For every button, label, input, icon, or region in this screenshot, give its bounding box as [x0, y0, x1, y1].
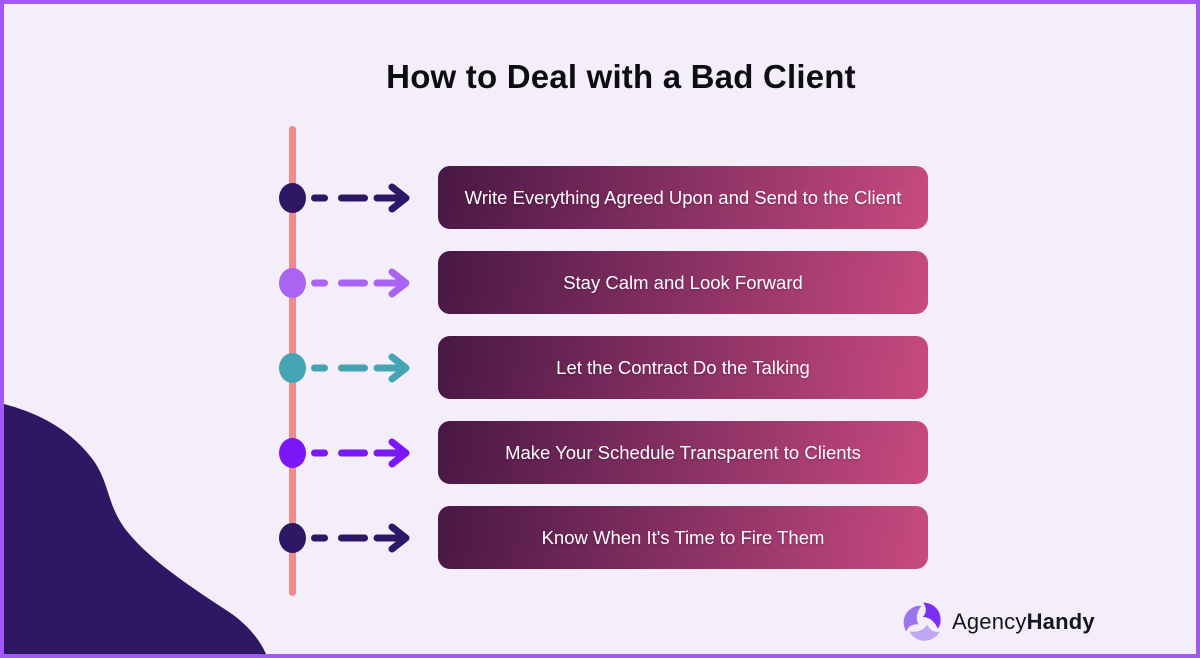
- step-row: Make Your Schedule Transparent to Client…: [4, 421, 1196, 484]
- timeline-dot: [279, 437, 306, 468]
- dashed-arrow-icon: [311, 438, 410, 467]
- step-label-box: Know When It's Time to Fire Them: [438, 506, 928, 569]
- dashed-arrow-icon: [311, 183, 410, 212]
- corner-wave-decoration: [4, 404, 266, 654]
- step-label-box: Let the Contract Do the Talking: [438, 336, 928, 399]
- step-row: Stay Calm and Look Forward: [4, 251, 1196, 314]
- step-row: Write Everything Agreed Upon and Send to…: [4, 166, 1196, 229]
- step-label-box: Stay Calm and Look Forward: [438, 251, 928, 314]
- timeline-dot: [279, 352, 306, 383]
- step-label-box: Make Your Schedule Transparent to Client…: [438, 421, 928, 484]
- step-row: Let the Contract Do the Talking: [4, 336, 1196, 399]
- brand-name: AgencyHandy: [952, 609, 1095, 634]
- timeline-dot: [279, 182, 306, 213]
- timeline-dot: [279, 522, 306, 553]
- dashed-arrow-icon: [311, 353, 410, 382]
- page-title: How to Deal with a Bad Client: [386, 58, 856, 96]
- dashed-arrow-icon: [311, 523, 410, 552]
- dashed-arrow-icon: [311, 268, 410, 297]
- brand-logo: AgencyHandy: [902, 601, 1095, 643]
- step-row: Know When It's Time to Fire Them: [4, 506, 1196, 569]
- triskelion-logo-icon: [903, 602, 941, 641]
- timeline-dot: [279, 267, 306, 298]
- step-label-box: Write Everything Agreed Upon and Send to…: [438, 166, 928, 229]
